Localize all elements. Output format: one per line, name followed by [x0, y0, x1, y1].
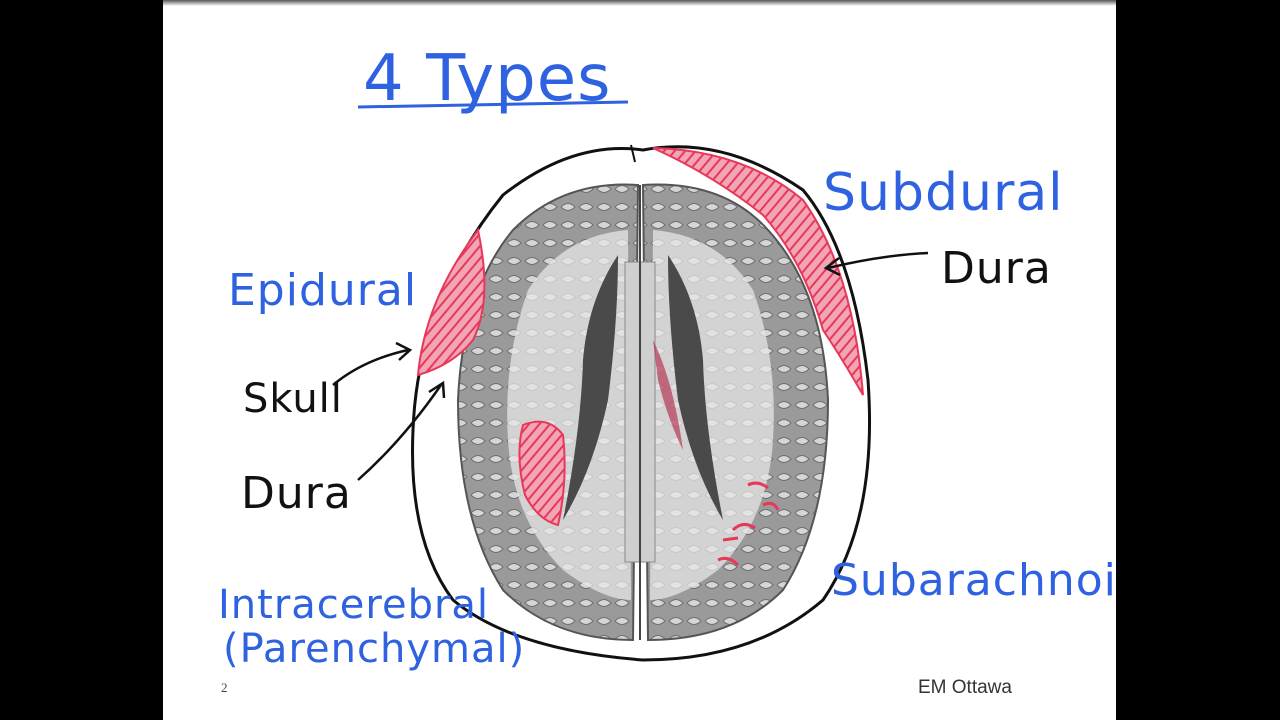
right-ventricle — [668, 255, 723, 520]
label-parenchymal: (Parenchymal) — [223, 626, 525, 672]
epidural-hematoma — [416, 227, 486, 377]
ventricle-blood — [653, 340, 683, 450]
label-subdural: Subdural — [823, 163, 1064, 223]
skull-suture — [630, 144, 636, 163]
label-skull: Skull — [243, 376, 343, 422]
diagram-canvas: 4 Types — [218, 42, 1116, 672]
label-epidural: Epidural — [228, 265, 417, 316]
dura-left-arrow — [357, 384, 443, 481]
subarachnoid-blood — [717, 481, 780, 567]
page-number: 2 — [221, 680, 228, 695]
label-dura-right: Dura — [941, 243, 1052, 294]
slide-top-edge — [163, 0, 1116, 6]
label-intracerebral: Intracerebral — [218, 582, 489, 628]
title-underline — [357, 100, 629, 109]
brain-cross-section — [456, 183, 830, 642]
skull-arrow — [332, 348, 409, 386]
label-dura-left: Dura — [241, 468, 352, 519]
skull-outline — [411, 145, 871, 662]
slide: 4 Types — [163, 0, 1116, 720]
label-subarachnoid: Subarachnoid — [831, 555, 1116, 606]
left-ventricle — [563, 255, 618, 520]
intracerebral-hematoma — [518, 420, 566, 527]
subdural-hematoma — [652, 147, 864, 396]
dura-right-arrow — [827, 251, 929, 270]
footer-text: EM Ottawa — [918, 677, 1012, 698]
